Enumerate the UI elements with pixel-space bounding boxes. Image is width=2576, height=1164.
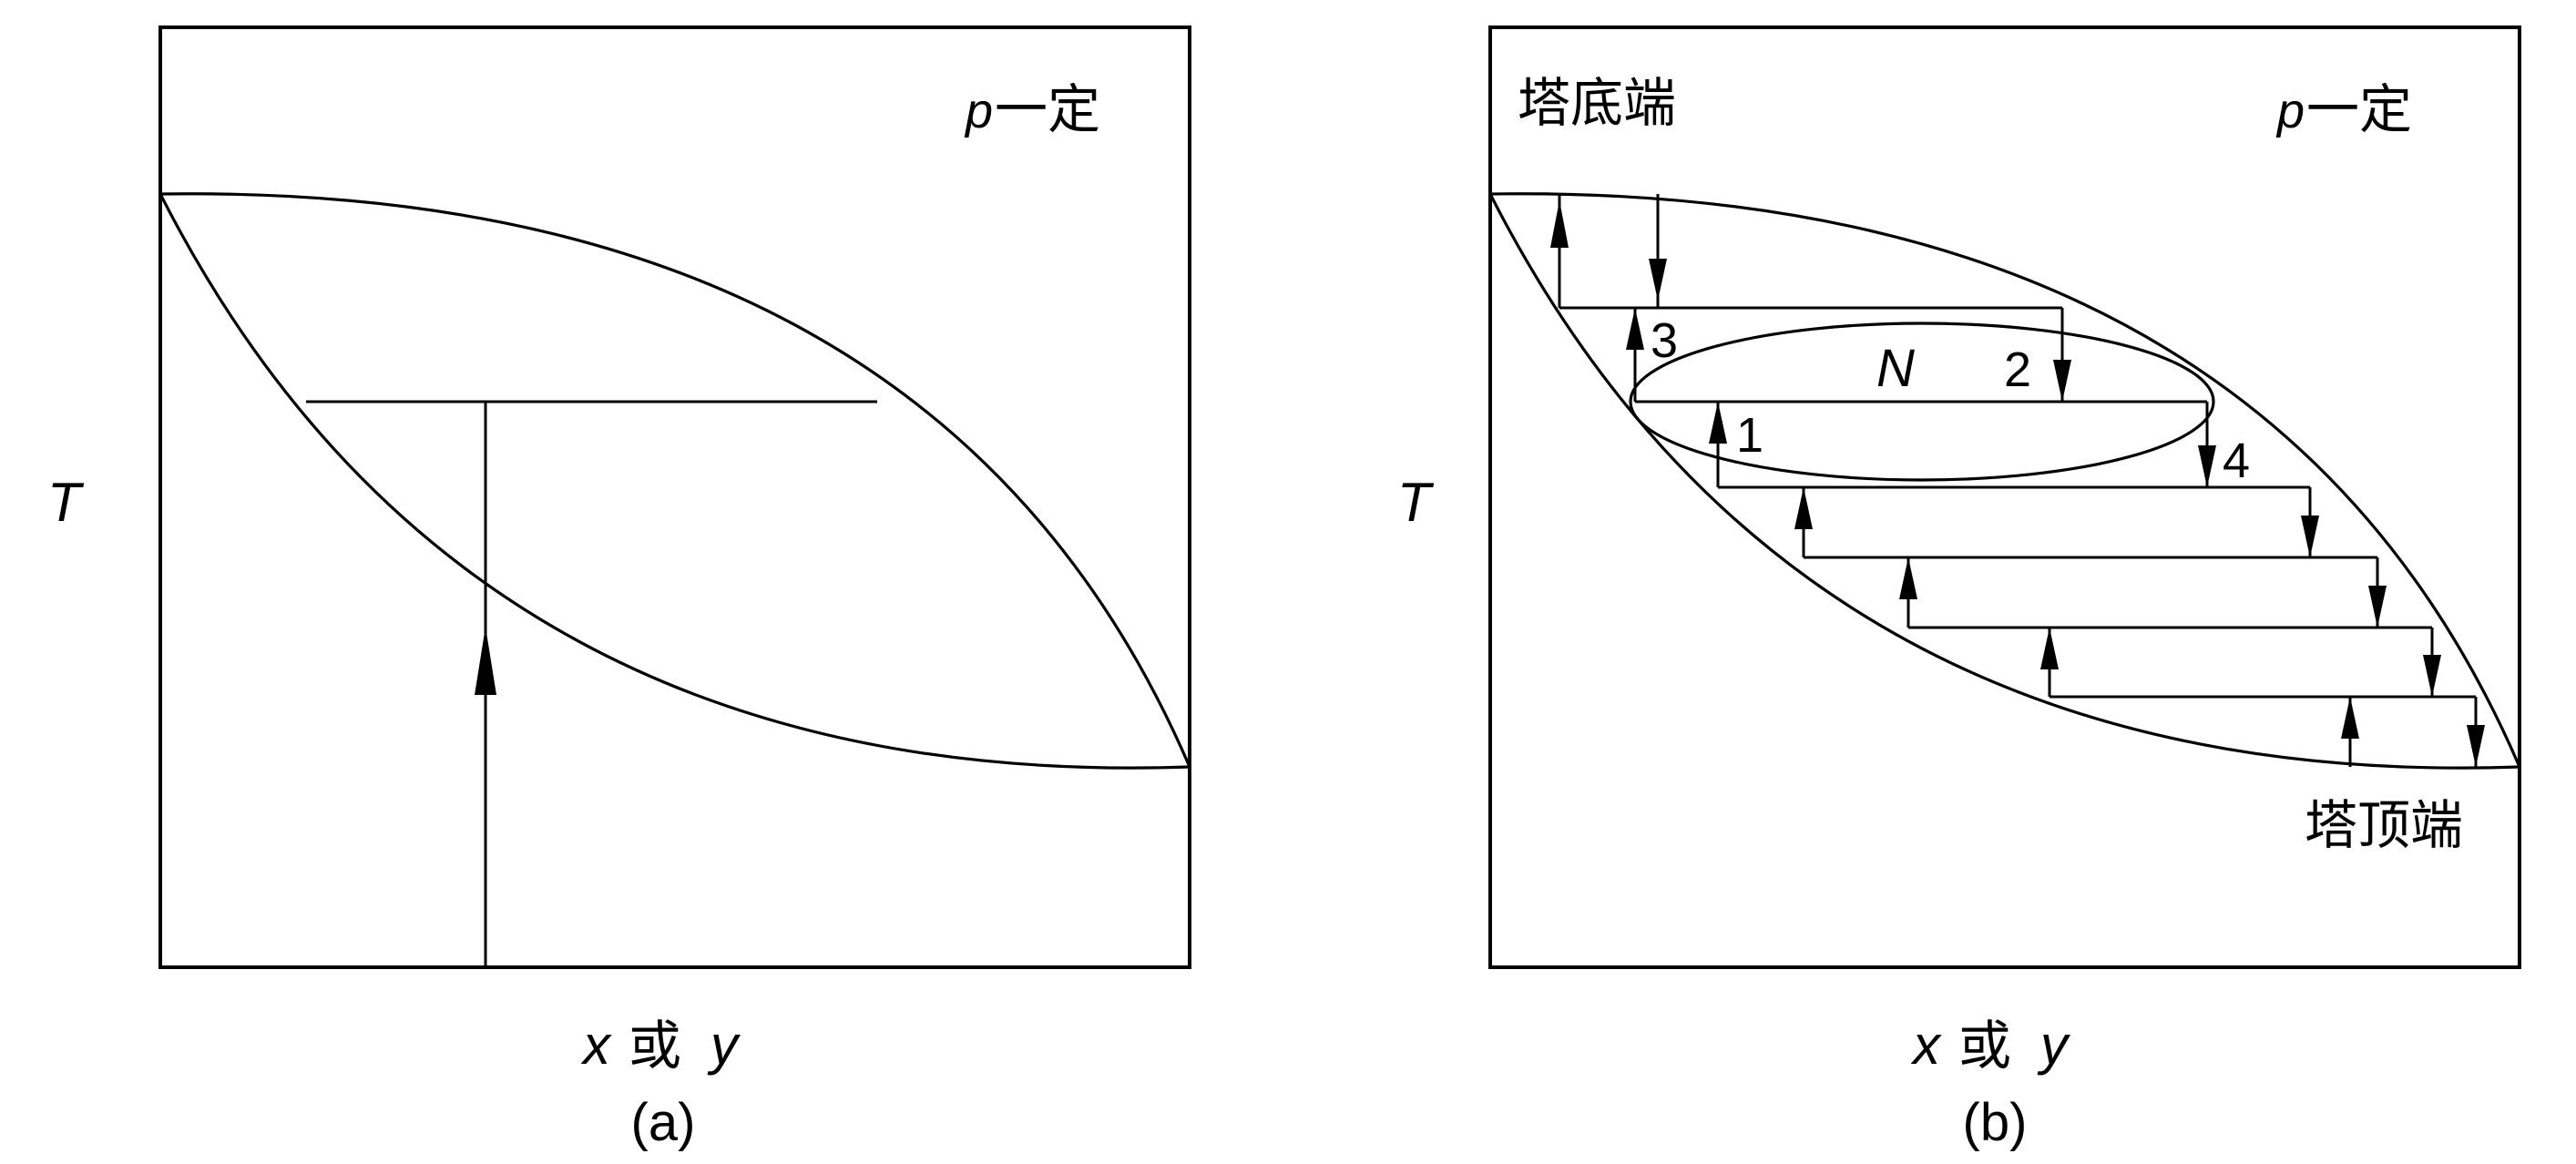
- panel-a-caption: (a): [631, 1093, 696, 1152]
- stage-label-1: 1: [1736, 408, 1763, 463]
- panel-b-bubble-curve: [1488, 193, 2520, 770]
- panel-a-frame: [158, 26, 1191, 969]
- panel-a-condition-text: 一定: [995, 78, 1100, 140]
- up-arrowhead: [1709, 402, 1727, 444]
- stage-label-3: 3: [1651, 313, 1678, 368]
- stage-label-2: 2: [2004, 342, 2031, 397]
- stage-label-4: 4: [2223, 434, 2250, 488]
- up-arrowhead: [1794, 487, 1813, 529]
- panel-b-x-axis-var2: y: [2037, 1015, 2071, 1076]
- down-arrowhead: [2301, 516, 2319, 557]
- panel-b: 3 2 1 4 N 塔底端 塔顶端 p 一定 T x 或 y (b): [1397, 26, 2521, 1152]
- top-end-label: 塔顶端: [2305, 794, 2463, 856]
- panel-b-x-axis-var1: x: [1910, 1015, 1942, 1076]
- panel-b-caption: (b): [1963, 1093, 2028, 1152]
- down-arrowhead: [2198, 445, 2216, 487]
- panel-a-bubble-curve: [158, 193, 1191, 770]
- panel-a-up-arrowhead: [475, 627, 496, 695]
- panel-a-dew-curve: [159, 192, 1191, 768]
- stage-region-label: N: [1876, 339, 1915, 398]
- panel-a: p 一定 T x 或 y (a): [47, 26, 1191, 1152]
- down-arrowhead: [1649, 259, 1667, 301]
- down-arrowhead: [2423, 655, 2441, 697]
- panel-a-y-axis-label: T: [47, 472, 85, 533]
- up-arrowhead: [1899, 557, 1917, 599]
- up-arrowhead: [1626, 308, 1644, 350]
- down-arrowhead: [2467, 725, 2485, 767]
- panel-a-x-axis-or: 或: [629, 1015, 681, 1077]
- bottom-end-label: 塔底端: [1518, 72, 1676, 134]
- panel-b-y-axis-label: T: [1397, 472, 1435, 533]
- stage-n-ellipse: [1629, 322, 2215, 482]
- up-arrowhead: [1550, 200, 1569, 248]
- panel-b-dew-curve: [1489, 192, 2521, 768]
- up-arrowhead: [2040, 628, 2059, 669]
- panel-a-x-axis-var2: y: [707, 1015, 741, 1076]
- panel-b-condition-var: p: [2275, 84, 2305, 138]
- panel-b-frame: [1488, 26, 2521, 969]
- down-arrowhead: [2368, 586, 2387, 628]
- down-arrowhead: [2053, 360, 2071, 402]
- panel-b-condition-text: 一定: [2306, 78, 2412, 140]
- up-arrowhead: [2341, 697, 2359, 739]
- panel-a-x-axis-var1: x: [580, 1015, 612, 1076]
- panel-b-x-axis-or: 或: [1958, 1015, 2011, 1077]
- panel-a-condition-var: p: [964, 84, 993, 138]
